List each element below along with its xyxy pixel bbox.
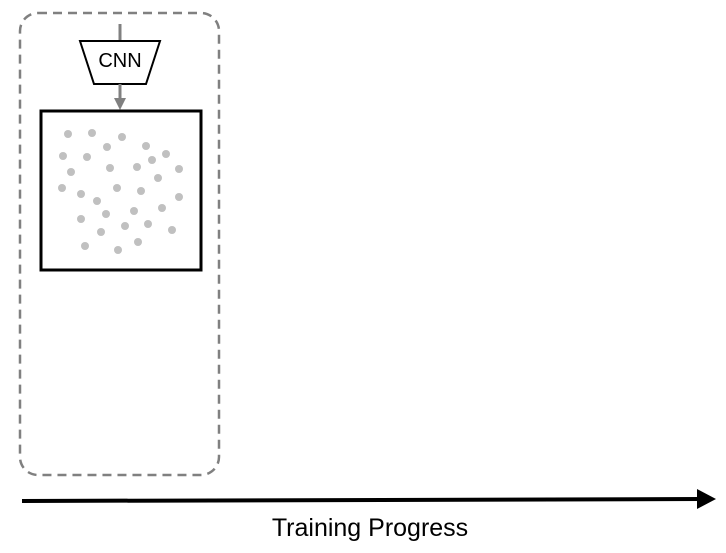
timeline-arrow-head [697, 489, 716, 509]
embedding-point [158, 204, 166, 212]
embedding-point [148, 156, 156, 164]
embedding-point [144, 220, 152, 228]
embedding-point [81, 242, 89, 250]
embedding-point [175, 193, 183, 201]
embedding-point [67, 168, 75, 176]
embedding-point [142, 142, 150, 150]
encoder-to-box-arrowhead [114, 98, 126, 110]
embedding-point [137, 187, 145, 195]
embedding-point [58, 184, 66, 192]
embedding-point [168, 226, 176, 234]
embedding-point [59, 152, 67, 160]
embedding-points [58, 129, 183, 254]
embedding-point [88, 129, 96, 137]
embedding-point [162, 150, 170, 158]
embedding-point [114, 246, 122, 254]
embedding-point [103, 143, 111, 151]
cnn-encoder-shape [78, 40, 162, 85]
embedding-point [64, 130, 72, 138]
embedding-point [175, 165, 183, 173]
embedding-point [97, 228, 105, 236]
embedding-point [113, 184, 121, 192]
embedding-point [77, 215, 85, 223]
embedding-point [154, 174, 162, 182]
stage-panel [18, 11, 221, 477]
embedding-point [121, 222, 129, 230]
embedding-point [102, 210, 110, 218]
embedding-point [133, 163, 141, 171]
timeline-label: Training Progress [271, 514, 469, 542]
embedding-point [77, 190, 85, 198]
timeline-arrow-shaft [21, 497, 701, 503]
embedding-point [130, 207, 138, 215]
embedding-point [106, 164, 114, 172]
cnn-encoder-label: CNN [98, 50, 141, 72]
embedding-point [118, 133, 126, 141]
embedding-point [83, 153, 91, 161]
embedding-point [134, 238, 142, 246]
embedding-point [93, 197, 101, 205]
